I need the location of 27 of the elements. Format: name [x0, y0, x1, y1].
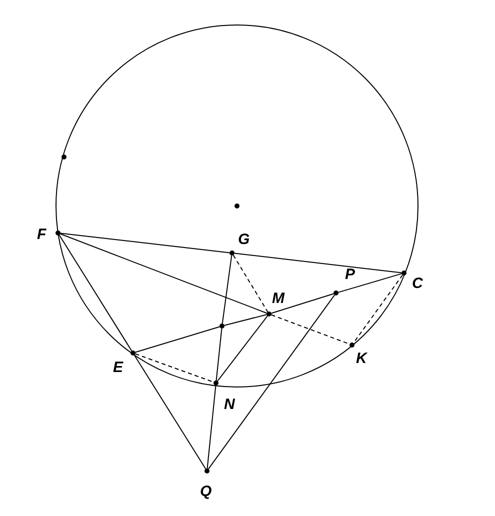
line-segment	[234, 252, 402, 274]
line-segment	[208, 294, 336, 470]
line-segment	[206, 384, 216, 470]
line-segment	[270, 293, 334, 314]
point-label: C	[412, 275, 423, 292]
dashed-segment	[134, 353, 214, 383]
line-segment	[224, 314, 268, 326]
point-label: Q	[200, 483, 212, 500]
point-label: G	[238, 231, 250, 248]
line-segment	[134, 354, 206, 470]
line-segment	[134, 326, 220, 353]
dashed-segment	[270, 314, 350, 345]
line-segment	[58, 234, 132, 352]
dashed-segment	[352, 274, 404, 344]
dashed-segment	[232, 254, 268, 312]
point-label: N	[224, 396, 235, 413]
line-segment	[60, 232, 230, 254]
point-label: P	[345, 266, 356, 283]
point-label: M	[272, 290, 284, 307]
line-segment	[338, 273, 402, 293]
point-label: E	[113, 359, 124, 376]
line-segment	[222, 254, 232, 324]
line-segment	[60, 233, 268, 314]
point-label: K	[356, 350, 367, 367]
line-segment	[217, 315, 268, 382]
point-label: F	[37, 226, 46, 243]
line-segment	[216, 328, 222, 382]
